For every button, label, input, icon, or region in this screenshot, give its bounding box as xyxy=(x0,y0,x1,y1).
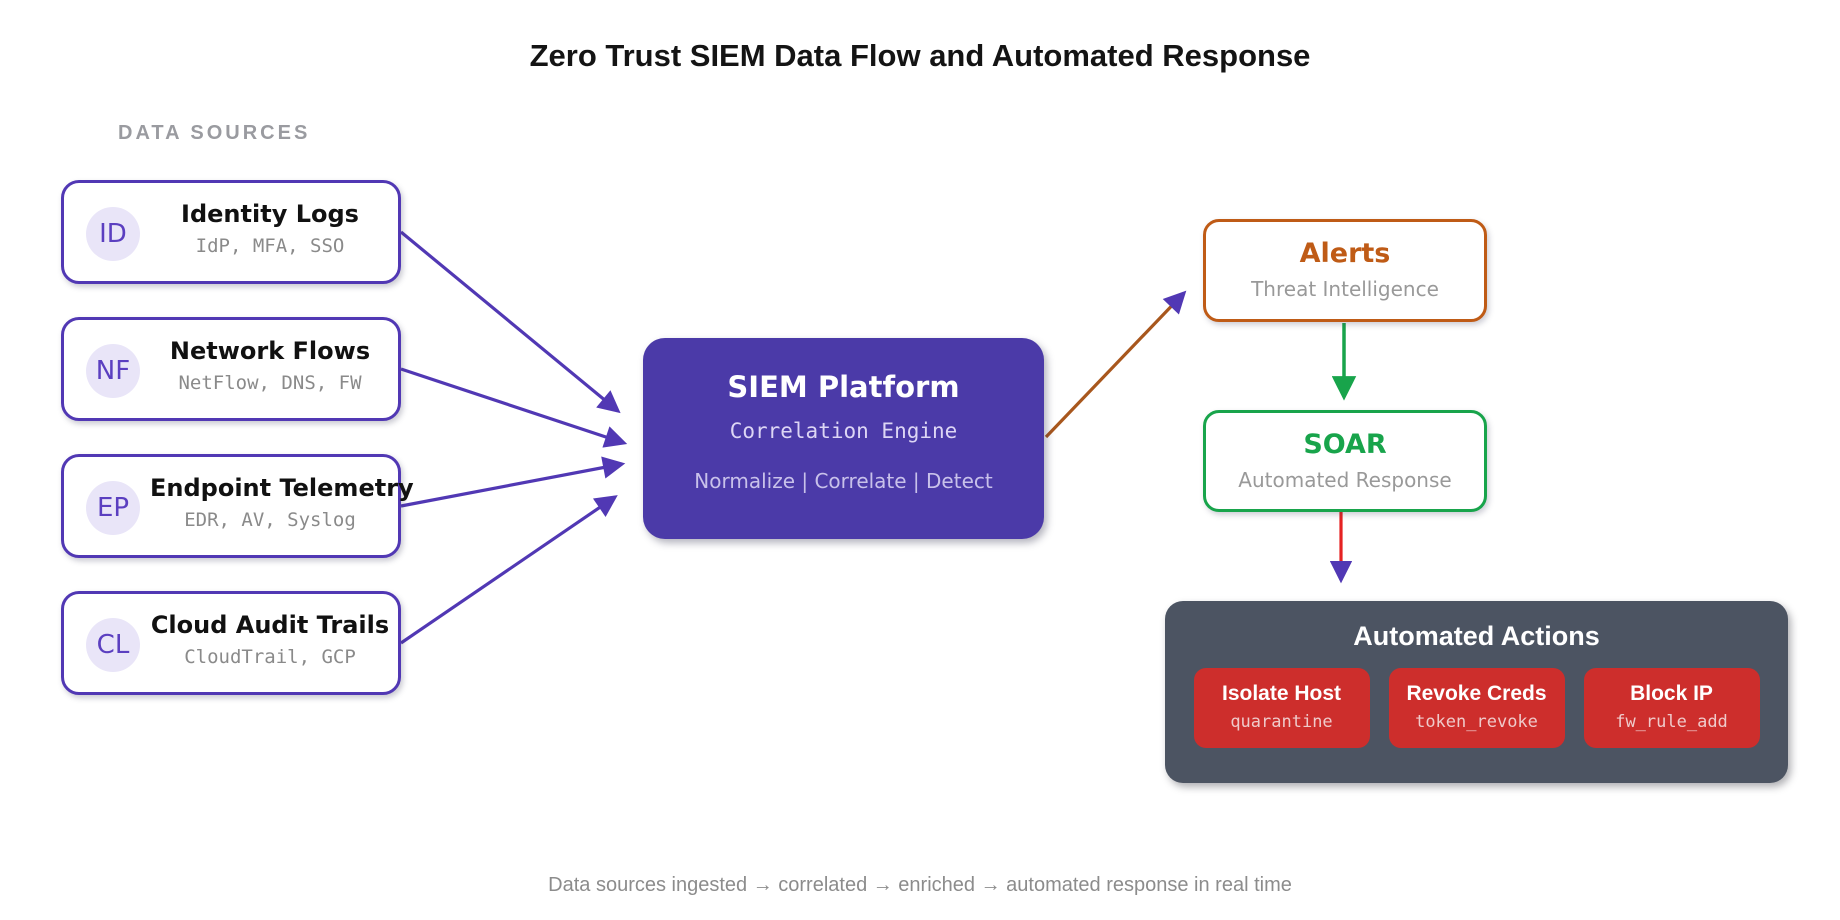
source-title: Identity Logs xyxy=(181,200,359,228)
source-title: Endpoint Telemetry xyxy=(150,474,414,502)
arrow-cloud-to-siem xyxy=(400,495,618,645)
identity-badge: ID xyxy=(86,207,140,261)
source-subtitle: IdP, MFA, SSO xyxy=(195,235,345,257)
source-node-cloud-audit-trails: CL Cloud Audit Trails CloudTrail, GCP xyxy=(61,591,401,695)
action-code: token_revoke xyxy=(1415,712,1538,732)
siem-platform-node: SIEM Platform Correlation Engine Normali… xyxy=(643,338,1044,539)
soar-title: SOAR xyxy=(1303,429,1387,460)
soar-subtitle: Automated Response xyxy=(1238,468,1452,492)
footer-caption: Data sources ingested → correlated → enr… xyxy=(548,874,1292,896)
source-subtitle: EDR, AV, Syslog xyxy=(184,509,356,531)
siem-subtitle: Correlation Engine xyxy=(729,419,958,443)
endpoint-badge: EP xyxy=(86,481,140,535)
network-badge: NF xyxy=(86,344,140,398)
siem-pipeline: Normalize | Correlate | Detect xyxy=(694,469,993,493)
source-subtitle: NetFlow, DNS, FW xyxy=(178,372,362,394)
siem-title: SIEM Platform xyxy=(727,370,960,404)
action-block-ip: Block IP fw_rule_add xyxy=(1583,668,1760,748)
cloud-badge: CL xyxy=(86,618,140,672)
arrow-endpoint-to-siem xyxy=(400,456,626,508)
action-label: Revoke Creds xyxy=(1406,682,1547,705)
source-subtitle: CloudTrail, GCP xyxy=(184,646,356,668)
source-title: Network Flows xyxy=(169,337,371,365)
automated-actions-title: Automated Actions xyxy=(1353,621,1600,651)
action-label: Block IP xyxy=(1630,682,1713,705)
soar-node: SOAR Automated Response xyxy=(1203,410,1487,512)
arrow-siem-to-alerts xyxy=(1044,290,1187,439)
source-node-identity-logs: ID Identity Logs IdP, MFA, SSO xyxy=(61,180,401,284)
data-sources-label: DATA SOURCES xyxy=(118,122,311,144)
arrow-identity-to-siem xyxy=(399,230,621,414)
source-title: Cloud Audit Trails xyxy=(150,611,390,639)
action-label: Isolate Host xyxy=(1221,682,1342,705)
alerts-title: Alerts xyxy=(1299,238,1391,269)
source-node-endpoint-telemetry: EP Endpoint Telemetry EDR, AV, Syslog xyxy=(61,454,414,558)
action-code: fw_rule_add xyxy=(1615,712,1728,732)
page-title: Zero Trust SIEM Data Flow and Automated … xyxy=(529,38,1311,73)
automated-actions-panel: Automated Actions Isolate Host quarantin… xyxy=(1165,601,1788,783)
action-isolate-host: Isolate Host quarantine xyxy=(1193,668,1370,748)
action-code: quarantine xyxy=(1230,712,1333,732)
arrow-network-to-siem xyxy=(400,367,628,448)
action-revoke-creds: Revoke Creds token_revoke xyxy=(1388,668,1565,748)
source-node-network-flows: NF Network Flows NetFlow, DNS, FW xyxy=(61,317,401,421)
alerts-subtitle: Threat Intelligence xyxy=(1251,277,1439,301)
alerts-node: Alerts Threat Intelligence xyxy=(1203,219,1487,322)
